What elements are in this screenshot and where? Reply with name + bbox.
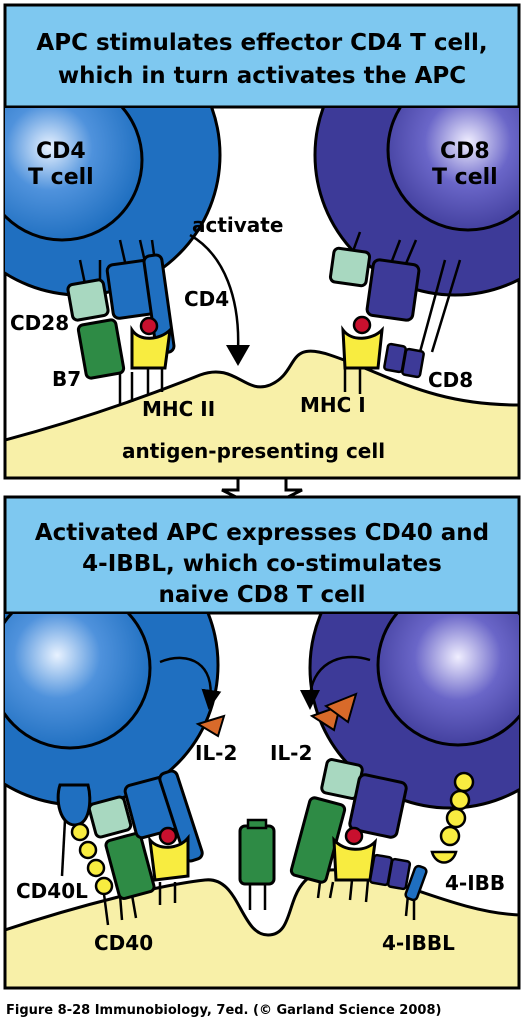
cd8-label: CD8 [428, 368, 473, 392]
il2-arrow-right [300, 655, 371, 710]
activate-label: activate [192, 213, 283, 237]
cd40l-pointer [60, 819, 67, 877]
cd4-label: CD4 [184, 287, 229, 311]
activate-arrow [189, 233, 240, 351]
cd8-coreceptor-b [401, 347, 425, 379]
cd8-t-cell-label-line2: T cell [432, 165, 498, 190]
il2-label-left: IL-2 [195, 741, 237, 765]
cd28-label: CD28 [10, 311, 69, 335]
cd8-cell-costim-receptor [328, 246, 372, 288]
il2-molecule-right-b [323, 692, 358, 724]
tcr-cd8 [365, 258, 421, 322]
mhc-i-label: MHC I [300, 393, 366, 417]
panel-2-title-line1: Activated APC expresses CD40 and [35, 520, 489, 546]
panel-1-title-line2: which in turn activates the APC [58, 63, 466, 89]
cd28-receptor-2 [87, 795, 133, 839]
panel-1-title-line1: APC stimulates effector CD4 T cell, [36, 30, 487, 56]
mhc-i [341, 325, 384, 370]
ibb-label: 4-IBB [445, 871, 505, 895]
peptide-mhc-ii [139, 316, 159, 336]
peptide-mhc-i [352, 315, 372, 335]
cd4-t-cell-2-nucleus [5, 614, 152, 750]
mhc-ii-2 [147, 833, 190, 882]
mhc-ii [130, 325, 173, 370]
cd8-t-cell-nucleus [386, 108, 519, 232]
cd40l-label: CD40L [16, 879, 88, 903]
cd8-t-cell-label-line1: CD8 [440, 139, 490, 164]
panel-2-title-line3: naive CD8 T cell [158, 582, 365, 608]
ibb-domain-4 [439, 825, 461, 847]
ibbl [404, 864, 428, 902]
b7-ligand-2 [104, 831, 156, 901]
tcr-cd8-2 [348, 773, 408, 839]
il2-arrow-left [159, 656, 222, 710]
panel-2-header [3, 495, 521, 615]
b7-ligand [76, 318, 126, 380]
apc-label: antigen-presenting cell [122, 439, 385, 463]
peptide-mhc-i-2 [344, 826, 364, 846]
cd8-coreceptor-2b [386, 857, 412, 891]
cd40-domain-2 [78, 840, 98, 860]
cd8-t-cell-2-nucleus [376, 614, 519, 747]
ibbl-label: 4-IBBL [382, 931, 455, 955]
panel-1: APC stimulates effector CD4 T cell, whic… [3, 3, 521, 480]
il2-label-right: IL-2 [270, 741, 312, 765]
cd40-domain-3 [86, 858, 106, 878]
antigen-presenting-cell [5, 349, 519, 478]
activate-arrowhead [226, 345, 250, 366]
panel-1-header [3, 3, 521, 109]
mhc-ii-label: MHC II [142, 397, 215, 421]
cd4-coreceptor-2 [158, 769, 204, 863]
b7-label: B7 [52, 367, 81, 391]
cd40-label: CD40 [94, 931, 153, 955]
cd28-receptor [66, 278, 110, 322]
panel-2-title-line2: 4-IBBL, which co-stimulates [82, 551, 442, 577]
ibb-cup [430, 850, 458, 864]
cd40-domain-4 [94, 876, 114, 896]
b7-unbound-cap [246, 818, 268, 830]
cd4-t-cell-label-line2: T cell [28, 165, 94, 190]
peptide-mhc-ii-2 [158, 826, 178, 846]
cd4-t-cell-nucleus [5, 108, 144, 242]
ibb-domain-1 [453, 771, 475, 793]
cd40-domain-1 [70, 822, 90, 842]
ibb-domain-2 [449, 789, 471, 811]
b7-unbound [238, 824, 276, 886]
il2-molecule-left [195, 714, 226, 738]
cd40l [56, 783, 92, 827]
figure-caption: Figure 8-28 Immunobiology, 7ed. (© Garla… [6, 1003, 441, 1018]
cd4-t-cell-label-line1: CD4 [36, 139, 86, 164]
ibb-domain-3 [445, 807, 467, 829]
panel-2: Activated APC expresses CD40 and 4-IBBL,… [3, 495, 521, 990]
